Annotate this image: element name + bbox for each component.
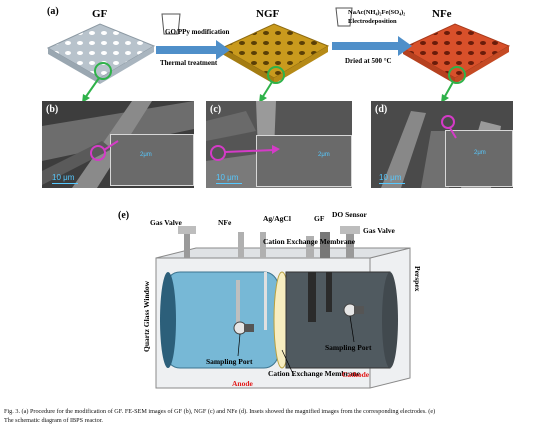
nfe-title: NFe: [432, 8, 452, 20]
ngf-zoom-circle: [267, 66, 285, 84]
panel-e-letter: (e): [118, 210, 130, 221]
nfe-inset-marker: [441, 115, 457, 139]
nfe-inset: [445, 130, 513, 187]
gf-zoom-circle: [94, 62, 112, 80]
ngf-inset-scale: 2μm: [318, 152, 330, 158]
nfe-inset-scale: 2μm: [474, 150, 486, 156]
panel-c-letter: (c): [210, 104, 222, 115]
anode-label: Anode: [232, 379, 253, 388]
sampling-port-right-label: Sampling Port: [325, 343, 372, 352]
nfe-felt-illustration: [401, 23, 511, 84]
step1-bottom-label: Thermal treatment: [160, 59, 218, 67]
do-sensor-label: DO Sensor: [332, 210, 367, 219]
ngf-inset: [256, 135, 352, 187]
gas-valve-right-label: Gas Valve: [363, 226, 395, 235]
ngf-inset-marker: [210, 145, 280, 161]
zoom-connectors: [82, 62, 466, 103]
cathode-label: Cathode: [342, 370, 370, 379]
gas-valve-left-label: Gas Valve: [150, 218, 182, 227]
gf-electrode-label: GF: [314, 214, 325, 223]
cation-membrane-bottom-label: Cation Exchange Membrane: [268, 369, 361, 378]
panel-d-letter: (d): [375, 104, 388, 115]
step2-bottom-label: Dried at 500 °C: [345, 57, 392, 65]
reactor-schematic: [155, 226, 411, 389]
panel-a-letter: (a): [47, 6, 59, 17]
gf-inset: [110, 134, 194, 186]
gf-inset-scale: 2μm: [140, 152, 152, 158]
nfe-electrode-label: NFe: [218, 218, 232, 227]
cation-membrane-top-label: Cation Exchange Membrane: [263, 237, 356, 246]
nfe-zoom-circle: [448, 66, 466, 84]
ngf-scale-bar: [216, 183, 242, 184]
step1-beaker-arrow: [156, 13, 230, 60]
ngf-scale-label: 10 μm: [216, 173, 239, 182]
perspex-label: Perspex: [413, 266, 422, 292]
step2-top-label-line2: Electrodeposition: [348, 18, 397, 25]
gf-title: GF: [92, 8, 108, 20]
gf-felt-illustration: [46, 23, 156, 84]
quartz-window-label: Quartz Glass Window: [142, 281, 151, 352]
figure-caption-line1: Fig. 3. (a) Procedure for the modificati…: [4, 408, 436, 415]
ngf-title: NGF: [256, 8, 280, 20]
ag-agcl-label: Ag/AgCl: [263, 214, 291, 223]
ngf-felt-illustration: [220, 23, 330, 84]
sampling-port-left-label: Sampling Port: [206, 357, 253, 366]
step2-beaker-arrow: [332, 7, 412, 56]
gf-inset-marker: [90, 140, 119, 161]
panel-b-letter: (b): [46, 104, 59, 115]
figure-caption-line2: The schematic diagram of IBPS reactor.: [4, 417, 103, 424]
step2-top-label-line1: NaAc(NH₄)₂Fe(SO₄)₂: [348, 9, 406, 16]
nfe-scale-bar: [379, 183, 405, 184]
gf-scale-label: 10 μm: [52, 173, 75, 182]
step1-top-label: GO/PPy modification: [165, 28, 230, 36]
gf-scale-bar: [52, 183, 78, 184]
nfe-scale-label: 10 μm: [379, 173, 402, 182]
